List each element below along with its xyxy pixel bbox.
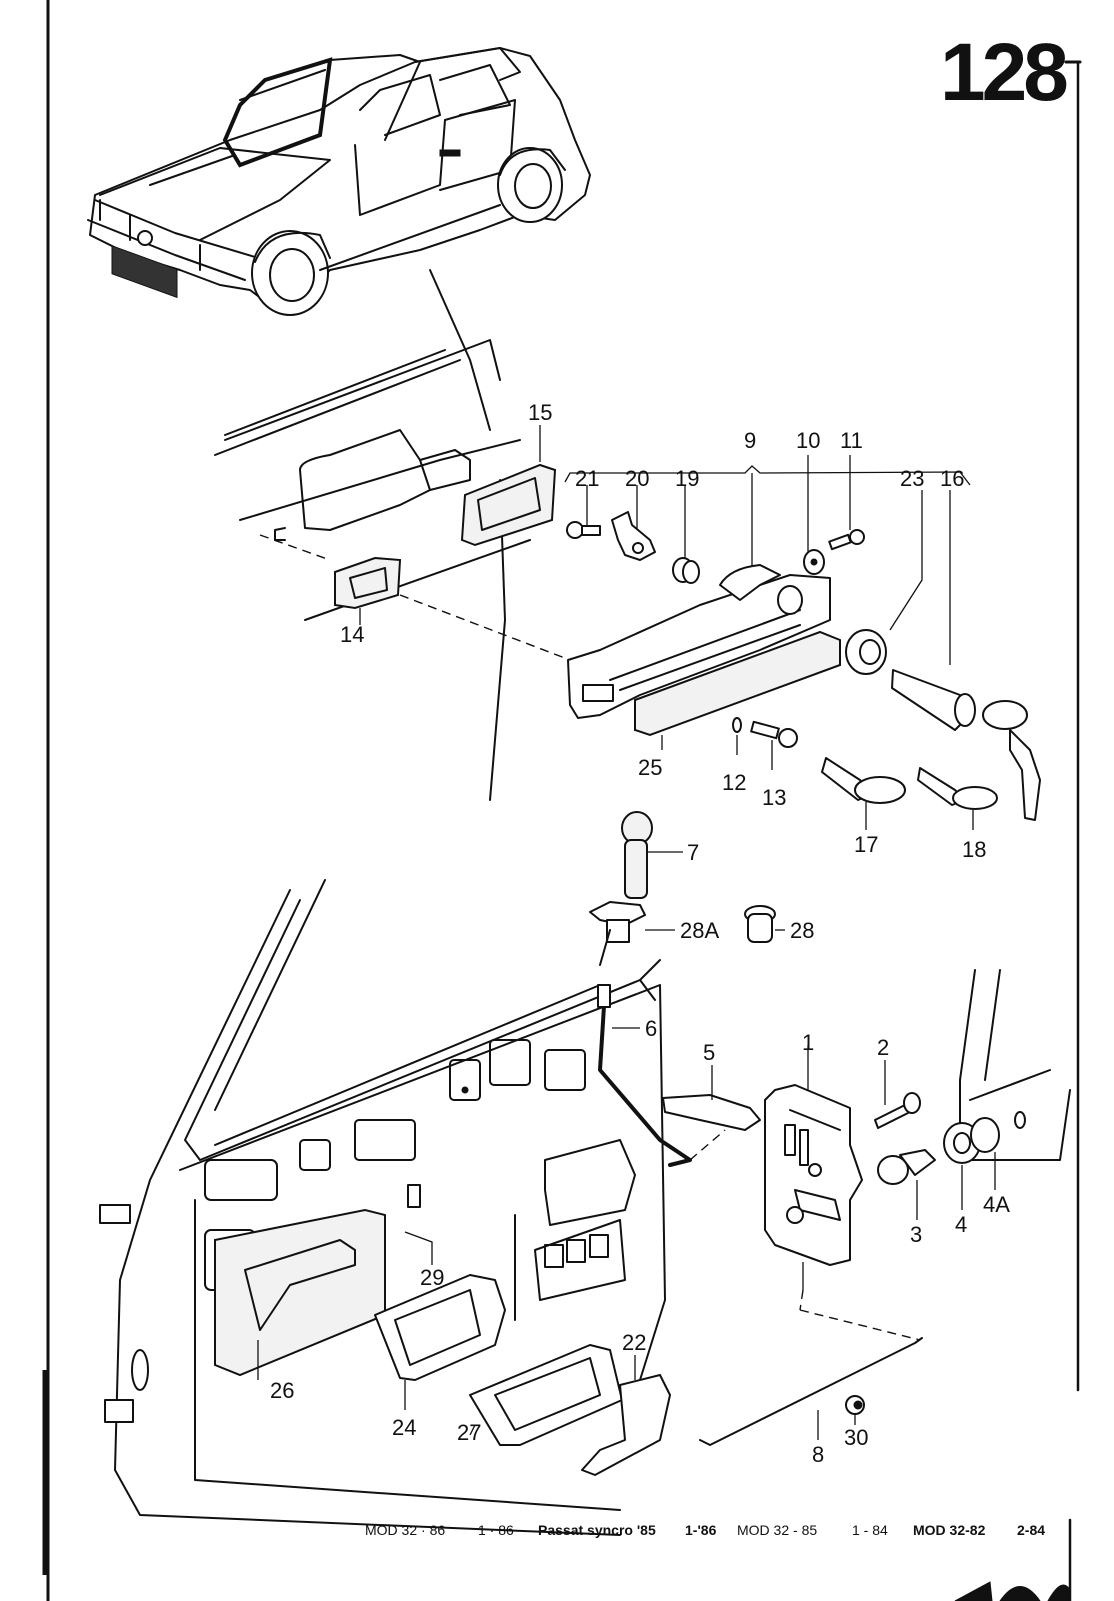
part-12-spring-clip — [732, 717, 742, 755]
callout-8: 8 — [812, 1442, 824, 1467]
part-21-screw — [566, 521, 601, 539]
part-1-door-lock — [764, 1045, 863, 1290]
callout-24: 24 — [392, 1415, 416, 1440]
part-30-clip — [845, 1395, 865, 1425]
callout-5: 5 — [703, 1040, 715, 1065]
part-29-clip — [404, 1184, 433, 1265]
part-10-washer — [803, 549, 825, 575]
part-9-door-handle — [567, 564, 831, 719]
callout-1: 1 — [802, 1030, 814, 1055]
part-15-gasket-front — [460, 463, 557, 547]
callout-7: 7 — [687, 840, 699, 865]
part-14-gasket-rear — [334, 556, 402, 610]
part-3-striker-bolt — [877, 1149, 936, 1220]
part-6-lock-rod — [597, 984, 692, 1167]
door-inner-panel-outline — [99, 879, 1071, 1536]
part-7-lock-knob — [621, 811, 683, 899]
part-28-grommet — [744, 905, 785, 943]
part-8-operating-rod — [699, 1337, 923, 1446]
callout-28: 28 — [790, 918, 814, 943]
part-18-key — [917, 767, 998, 830]
footer-model-1: MOD 32 · 86 — [365, 1522, 445, 1538]
part-28a-grommet-with-guide — [589, 901, 675, 943]
callout-17: 17 — [854, 832, 878, 857]
callout-26: 26 — [270, 1378, 294, 1403]
callout-16: 16 — [940, 466, 964, 491]
page-number-bottom-partial — [954, 1581, 1071, 1601]
assembly-bracket — [564, 455, 971, 665]
callout-29: 29 — [420, 1265, 444, 1290]
callout-2: 2 — [877, 1035, 889, 1060]
car-overview-illustration — [87, 47, 591, 316]
callout-27: 27 — [457, 1420, 481, 1445]
callout-9: 9 — [744, 428, 756, 453]
callout-3: 3 — [910, 1222, 922, 1247]
part-11-screw — [828, 529, 865, 551]
part-16-lock-cylinder — [891, 669, 1041, 821]
part-4a-shim — [970, 1117, 1000, 1190]
callout-22: 22 — [622, 1330, 646, 1355]
footer-date-1: 1 · 86 — [478, 1522, 514, 1538]
part-24-inner-handle-housing — [374, 1274, 506, 1410]
callout-21: 21 — [575, 466, 599, 491]
callout-14: 14 — [340, 622, 364, 647]
callout-19: 19 — [675, 466, 699, 491]
callout-18: 18 — [962, 837, 986, 862]
part-27-handle-bezel — [469, 1344, 623, 1446]
part-20-lever — [611, 511, 656, 561]
footer-date-4: 2-84 — [1017, 1522, 1045, 1538]
part-23-cylinder-cap — [845, 629, 887, 675]
callout-10: 10 — [796, 428, 820, 453]
part-5-lock-connector — [662, 1065, 761, 1131]
part-26-foam-pad — [214, 1208, 386, 1380]
footer-model-3: MOD 32 - 85 — [737, 1522, 817, 1538]
part-17-key — [821, 757, 906, 830]
part-22-inner-handle-lever — [581, 1355, 671, 1476]
footer-model-2: Passat syncro '85 — [538, 1522, 656, 1538]
part-13-screw — [750, 720, 798, 770]
callout-4a: 4A — [983, 1192, 1010, 1217]
footer-model-4: MOD 32-82 — [913, 1522, 986, 1538]
callout-25: 25 — [638, 755, 662, 780]
page-border — [42, 0, 1082, 1601]
callout-11: 11 — [840, 428, 863, 453]
callout-15: 15 — [528, 400, 552, 425]
callout-6: 6 — [645, 1016, 657, 1041]
callout-30: 30 — [844, 1425, 868, 1450]
callout-28a: 28A — [680, 918, 719, 943]
footer-model-references: MOD 32 · 86 1 · 86 Passat syncro '85 1-'… — [365, 1522, 1045, 1538]
footer-date-2: 1-'86 — [685, 1522, 717, 1538]
part-19-spring — [672, 557, 700, 584]
part-2-screw — [874, 1060, 921, 1129]
page-number: 128 — [940, 27, 1067, 118]
part-25-trim-strip — [634, 630, 841, 737]
callout-23: 23 — [900, 466, 924, 491]
callout-20: 20 — [625, 466, 649, 491]
callout-13: 13 — [762, 785, 786, 810]
footer-date-3: 1 - 84 — [852, 1522, 888, 1538]
callout-12: 12 — [722, 770, 746, 795]
callout-4: 4 — [955, 1212, 967, 1237]
